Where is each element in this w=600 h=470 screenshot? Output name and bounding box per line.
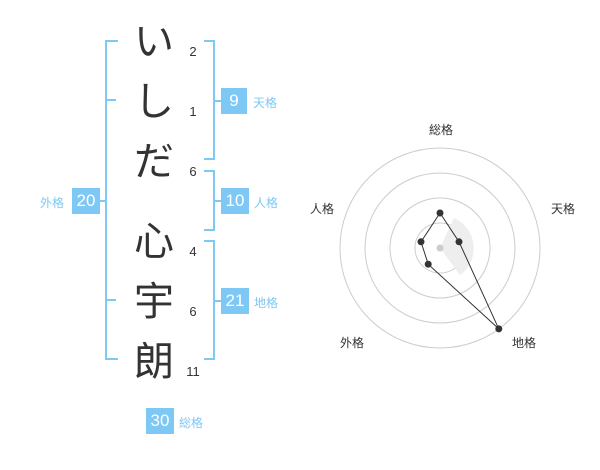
- radar-point-4: [424, 260, 432, 268]
- jinkaku-label: 人格: [254, 196, 279, 210]
- radar-ring-3: [364, 172, 516, 324]
- radar-point-5: [417, 238, 425, 246]
- tenkaku-label: 天格: [253, 96, 278, 110]
- radar-polygon: [420, 212, 500, 330]
- name-char-1: い: [134, 19, 174, 65]
- radar-axis-label-soukaku: 総格: [428, 123, 453, 137]
- radar-point-2: [455, 238, 463, 246]
- stroke-count-5: 6: [189, 304, 197, 319]
- name-char-6: 朗: [134, 339, 174, 385]
- radar-axis-label-jinkaku: 人格: [309, 202, 334, 216]
- name-char-5: 宇: [134, 279, 174, 325]
- chikaku-value: 21: [221, 288, 249, 314]
- name-char-4: 心: [134, 219, 174, 265]
- radar-shade: [440, 218, 474, 275]
- jinkaku-value: 10: [221, 188, 249, 214]
- stroke-count-3: 6: [189, 164, 197, 179]
- tenkaku-value: 9: [221, 88, 247, 114]
- gaikaku-label: 外格: [40, 196, 65, 210]
- radar-ring-4: [339, 147, 541, 349]
- soukaku-value: 30: [146, 408, 174, 434]
- stroke-count-4: 4: [189, 244, 197, 259]
- name-char-2: し: [134, 79, 174, 125]
- gaikaku-value: 20: [72, 188, 100, 214]
- stroke-count-2: 1: [189, 104, 197, 119]
- radar-axis-label-gaikaku: 外格: [339, 336, 364, 350]
- chikaku-label: 地格: [254, 296, 279, 310]
- radar-axis-label-chikaku: 地格: [511, 336, 536, 350]
- radar-center: [436, 244, 444, 252]
- radar-point-1: [436, 209, 444, 217]
- stroke-count-6: 11: [186, 364, 200, 379]
- radar-axis-label-tenkaku: 天格: [550, 202, 575, 216]
- stroke-count-1: 2: [189, 44, 197, 59]
- soukaku-label: 総格: [179, 416, 204, 430]
- radar-point-3: [495, 325, 503, 333]
- name-char-3: だ: [134, 139, 174, 185]
- radar-ring-2: [389, 197, 491, 299]
